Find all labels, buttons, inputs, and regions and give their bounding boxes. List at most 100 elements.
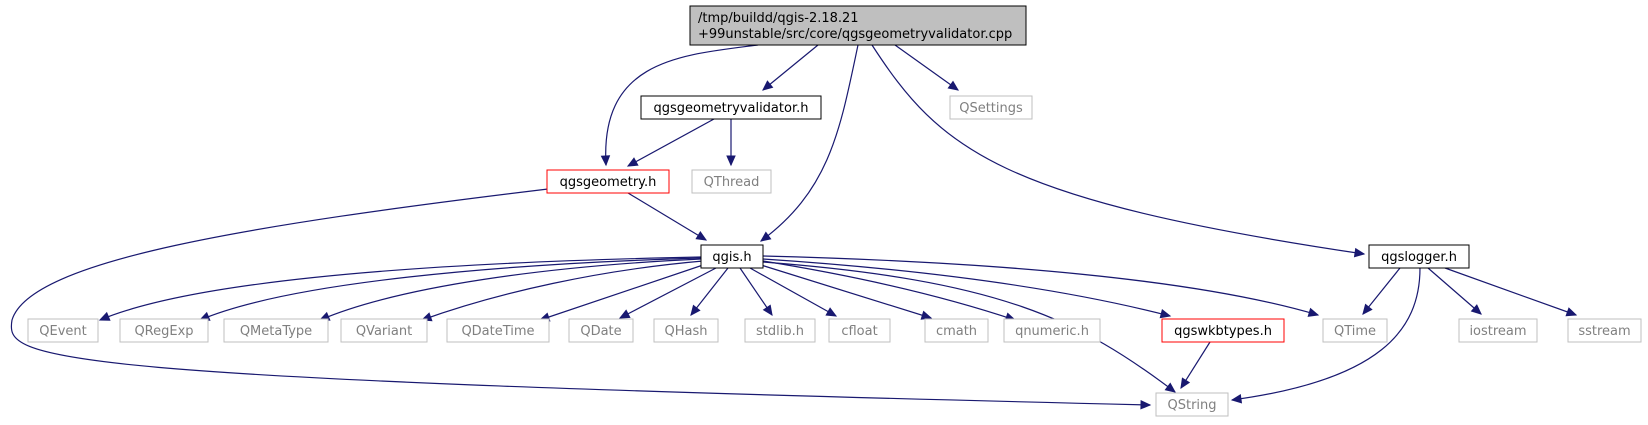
node-qgslogger-h[interactable]: qgslogger.h xyxy=(1368,244,1470,269)
arrowhead-qgslogger_h-to-qtime xyxy=(1362,303,1373,315)
arrowhead-qgsgeometry_h-to-qgis_h xyxy=(695,231,708,241)
node-label: qgis.h xyxy=(712,250,751,265)
node-box xyxy=(828,318,891,343)
node-label: sstream xyxy=(1578,324,1630,339)
edge-root-to-qsettings xyxy=(894,44,959,91)
node-label: QEvent xyxy=(39,324,86,339)
node-qevent: QEvent xyxy=(27,318,99,343)
node-qgis-h[interactable]: qgis.h xyxy=(700,244,764,269)
node-box xyxy=(691,169,772,194)
node-box xyxy=(744,318,816,343)
node-box xyxy=(27,318,99,343)
arrowhead-qgslogger_h-to-iostream xyxy=(1470,304,1482,315)
node-cmath: cmath xyxy=(924,318,989,343)
edge-qgis_h-to-qvariant xyxy=(421,260,704,321)
node-qthread: QThread xyxy=(691,169,772,194)
arrowhead-qgsgeometry_h-to-qstring xyxy=(1140,400,1152,410)
edge-root-to-qgsgeometry_h xyxy=(605,44,759,166)
node-qstring: QString xyxy=(1155,392,1229,417)
node-label: QRegExp xyxy=(134,324,193,339)
node-stdlib-h: stdlib.h xyxy=(744,318,816,343)
node-label: qgsgeometryvalidator.h xyxy=(654,101,809,116)
node-label: QTime xyxy=(1334,324,1376,339)
edge-qgsgeometry_h-to-qgis_h xyxy=(627,192,707,241)
node-box xyxy=(1368,244,1470,269)
arrowhead-qgis_h-to-cmath xyxy=(920,310,933,320)
arrowhead-qgis_h-to-qtime xyxy=(1307,307,1320,317)
node-label: QString xyxy=(1167,398,1216,413)
node-box xyxy=(1003,318,1101,343)
node-qvariant: QVariant xyxy=(340,318,428,343)
edge-qgslogger_h-to-qtime xyxy=(1362,267,1401,315)
edge-qgis_h-to-cfloat xyxy=(749,267,837,317)
arrowhead-root-to-qgsgeometry_h xyxy=(600,155,611,167)
node-box xyxy=(223,318,329,343)
edge-qgis_h-to-qdate xyxy=(619,267,717,319)
node-box xyxy=(119,318,209,343)
arrowhead-qgis_h-to-qhash xyxy=(690,304,701,316)
arrowhead-qgswkbtypes_h-to-qstring xyxy=(1180,377,1191,390)
arrowhead-qgis_h-to-qgswkbtypes_h xyxy=(1159,309,1172,319)
node-label: qnumeric.h xyxy=(1015,324,1089,339)
node-label: QHash xyxy=(665,324,708,339)
arrowhead-root-to-qgslogger_h xyxy=(1353,247,1366,258)
node-qsettings: QSettings xyxy=(949,95,1033,120)
node-label: QDateTime xyxy=(461,324,534,339)
node-box xyxy=(640,95,822,120)
edge-qgis_h-to-cmath xyxy=(760,264,932,319)
edge-qgis_h-to-qregexp xyxy=(199,257,702,321)
arrowhead-qgslogger_h-to-sstream xyxy=(1565,307,1578,317)
arrowhead-qgsgeometryvalidator_h-to-qthread xyxy=(726,155,736,167)
edge-qgsgeometry_h-to-qstring xyxy=(10,188,1151,406)
node-label: QThread xyxy=(704,175,760,190)
edge-qgsgeometryvalidator_h-to-qgsgeometry_h xyxy=(627,118,715,167)
node-label: QSettings xyxy=(959,101,1023,116)
node-qdate: QDate xyxy=(568,318,634,343)
node-box xyxy=(924,318,989,343)
node-box xyxy=(446,318,550,343)
node-label: iostream xyxy=(1469,324,1526,339)
arrowhead-qgis_h-to-qdate xyxy=(618,309,631,319)
node-label: QDate xyxy=(580,324,621,339)
node-sstream: sstream xyxy=(1567,318,1642,343)
arrowhead-qgis_h-to-stdlib_h xyxy=(762,304,773,317)
edge-qgis_h-to-qmetatype xyxy=(319,258,702,321)
node-label: QVariant xyxy=(356,324,412,339)
node-box xyxy=(1322,318,1388,343)
node-label: QMetaType xyxy=(240,324,312,339)
node-box xyxy=(340,318,428,343)
node-iostream: iostream xyxy=(1458,318,1538,343)
edge-root-to-qgslogger_h xyxy=(871,44,1365,255)
node-qmetatype: QMetaType xyxy=(223,318,329,343)
edges xyxy=(10,44,1578,410)
node-label: stdlib.h xyxy=(756,324,804,339)
node-qgswkbtypes-h[interactable]: qgswkbtypes.h xyxy=(1161,318,1285,343)
edge-qgis_h-to-qhash xyxy=(690,267,729,316)
edge-qgis_h-to-qevent xyxy=(99,256,702,321)
arrowhead-qgslogger_h-to-qstring xyxy=(1230,394,1243,404)
node-box xyxy=(1567,318,1642,343)
node-root[interactable]: /tmp/buildd/qgis-2.18.21+99unstable/src/… xyxy=(689,5,1027,46)
node-qregexp: QRegExp xyxy=(119,318,209,343)
node-qgsgeometry-h[interactable]: qgsgeometry.h xyxy=(546,169,670,194)
node-box xyxy=(1458,318,1538,343)
arrowhead-root-to-qsettings xyxy=(947,80,960,91)
edge-qgslogger_h-to-qstring xyxy=(1231,267,1421,401)
node-box xyxy=(949,95,1033,120)
node-qnumeric-h: qnumeric.h xyxy=(1003,318,1101,343)
arrowhead-qgis_h-to-cfloat xyxy=(825,307,838,317)
node-label: cfloat xyxy=(841,324,877,339)
edge-root-to-qgis_h xyxy=(760,44,859,242)
edge-qgis_h-to-qdatetime xyxy=(539,263,707,321)
node-box xyxy=(653,318,719,343)
edge-root-to-qgsgeometryvalidator_h xyxy=(762,44,819,91)
node-cfloat: cfloat xyxy=(828,318,891,343)
node-label: qgslogger.h xyxy=(1381,250,1457,265)
node-qgsgeometryvalidator-h[interactable]: qgsgeometryvalidator.h xyxy=(640,95,822,120)
node-qtime: QTime xyxy=(1322,318,1388,343)
edge-qgslogger_h-to-iostream xyxy=(1427,267,1482,315)
edge-qgis_h-to-qgswkbtypes_h xyxy=(762,258,1171,317)
node-box xyxy=(568,318,634,343)
edge-qgis_h-to-qtime xyxy=(762,255,1319,316)
